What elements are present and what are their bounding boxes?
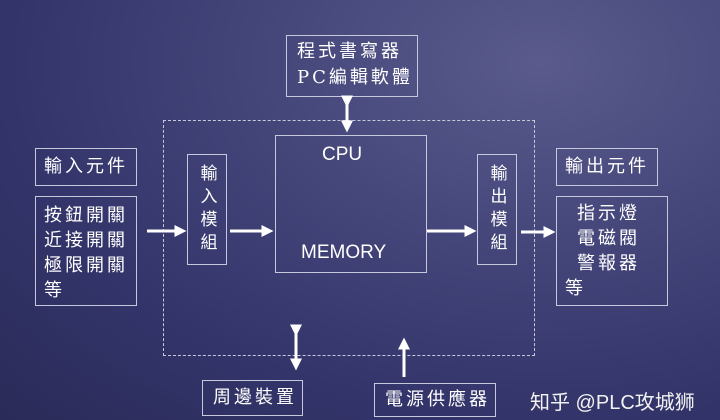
memory-label: MEMORY [301, 242, 387, 263]
input-module: 輸入模組 [187, 154, 227, 265]
output-device-item: 電磁閥 [577, 228, 640, 249]
output-device-item: 警報器 [577, 253, 640, 274]
input-device-item: 按鈕開關 [44, 205, 128, 226]
input-device-item: 等 [44, 280, 65, 301]
output-devices-list: 指示燈 電磁閥 警報器 等 [556, 196, 668, 306]
programmer-line2: PC編輯軟體 [297, 67, 413, 88]
input-device-item: 極限開關 [44, 255, 128, 276]
watermark: 知乎 @PLC攻城狮 [530, 392, 695, 414]
output-devices-title: 輸出元件 [556, 148, 658, 186]
programmer-line1: 程式書寫器 [297, 41, 402, 62]
input-devices-title: 輸入元件 [35, 148, 137, 186]
input-devices-list: 按鈕開關 近接開關 極限開關 等 [35, 196, 137, 306]
input-device-item: 近接開關 [44, 230, 128, 251]
output-module: 輸出模組 [477, 154, 517, 265]
output-device-item: 等 [565, 278, 586, 299]
output-device-item: 指示燈 [577, 203, 640, 224]
peripheral-box: 周邊裝置 [202, 380, 303, 416]
cpu-label: CPU [322, 144, 363, 165]
power-supply-box: 電源供應器 [374, 383, 496, 417]
cpu-memory-box: CPU MEMORY [275, 135, 427, 273]
